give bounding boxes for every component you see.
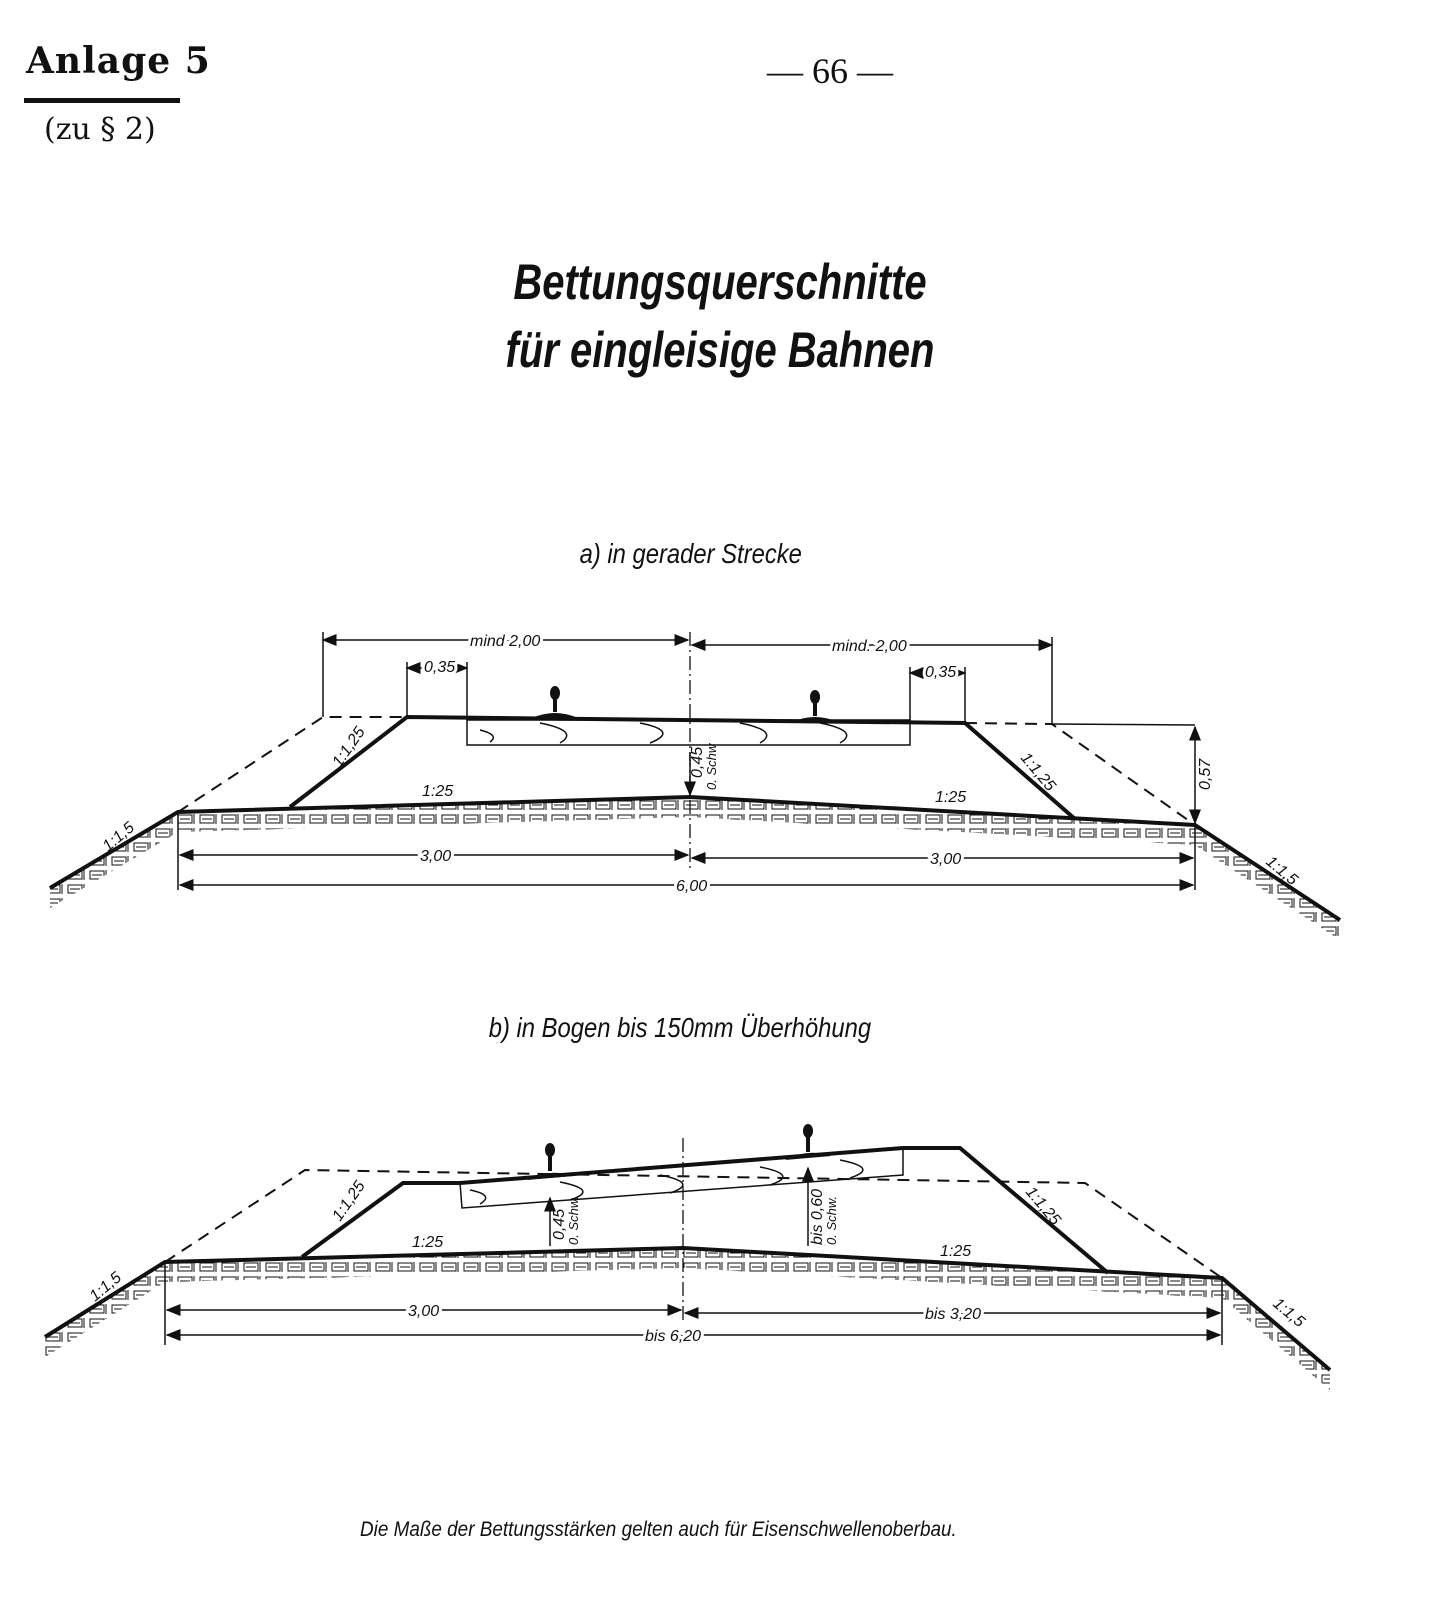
annex-underline bbox=[24, 98, 180, 103]
slope-label: 1:1,25 bbox=[329, 1178, 368, 1224]
title-line-2: für eingleisige Bahnen bbox=[505, 322, 935, 378]
min-profile-left bbox=[177, 716, 407, 813]
section-b-caption: b) in Bogen bis 150mm Überhöhung bbox=[488, 1012, 872, 1043]
section-a-drawing: mind 2,00 mind. 2,00 0,35 0,35 1:1,25 1:… bbox=[48, 630, 1342, 940]
min-profile bbox=[164, 1168, 1223, 1279]
depth-note: 0. Schw. bbox=[566, 1196, 581, 1245]
dim-label: bis 6,20 bbox=[645, 1328, 701, 1345]
sleeper bbox=[466, 719, 911, 746]
footer-note: Die Maße der Bettungsstärken gelten auch… bbox=[360, 1518, 957, 1541]
page-number: — 66 — bbox=[767, 51, 893, 91]
page-title: Bettungsquerschnitte für eingleisige Bah… bbox=[448, 248, 992, 384]
depth-note: 0. Schw bbox=[704, 742, 719, 790]
rail-right-icon bbox=[792, 690, 838, 722]
title-line-1: Bettungsquerschnitte bbox=[513, 254, 927, 310]
depth-label: 0,45 bbox=[551, 1209, 568, 1240]
slope-label: 1:25 bbox=[412, 1234, 443, 1251]
subgrade-hatching bbox=[45, 1248, 1330, 1390]
extension-lines bbox=[164, 1262, 1223, 1345]
section-a-caption: a) in gerader Strecke bbox=[579, 538, 802, 569]
depth-label: 0,45 bbox=[689, 747, 706, 778]
dim-label: mind 2,00 bbox=[470, 633, 540, 650]
subgrade-hatching bbox=[50, 797, 1340, 940]
height-reference-line bbox=[1051, 723, 1196, 726]
sleeper-grain bbox=[469, 1159, 864, 1205]
dim-label: bis 3,20 bbox=[925, 1306, 981, 1323]
extension-lines bbox=[177, 632, 1196, 890]
dim-label: 3,00 bbox=[930, 851, 961, 868]
dim-label: mind. 2,00 bbox=[832, 638, 907, 655]
subgrade-line bbox=[48, 794, 1342, 922]
annex-reference: (zu § 2) bbox=[44, 112, 156, 147]
sleeper-grain bbox=[479, 722, 848, 744]
slope-label: 1:25 bbox=[940, 1243, 971, 1260]
slope-label: 1:25 bbox=[935, 789, 966, 806]
depth-label: bis 0,60 bbox=[809, 1189, 826, 1245]
slope-label: 1:25 bbox=[422, 783, 453, 800]
dim-label: 0,35 bbox=[925, 664, 956, 681]
height-label: 0,57 bbox=[1197, 758, 1214, 790]
min-profile-right bbox=[964, 722, 1196, 826]
rail-left-icon bbox=[532, 686, 578, 718]
dim-label: 0,35 bbox=[424, 659, 455, 676]
section-b-drawing: 1:1,25 1:1,25 1:25 1:25 0,45 0. Schw. bi… bbox=[43, 1124, 1332, 1390]
depth-note: 0. Schw. bbox=[824, 1196, 839, 1245]
annex-label: Anlage 5 bbox=[26, 40, 211, 82]
rail-right-icon bbox=[785, 1124, 831, 1160]
dim-label: 3,00 bbox=[420, 848, 451, 865]
dim-label: 6,00 bbox=[676, 878, 707, 895]
dim-label: 3,00 bbox=[408, 1303, 439, 1320]
sleeper bbox=[459, 1147, 904, 1209]
